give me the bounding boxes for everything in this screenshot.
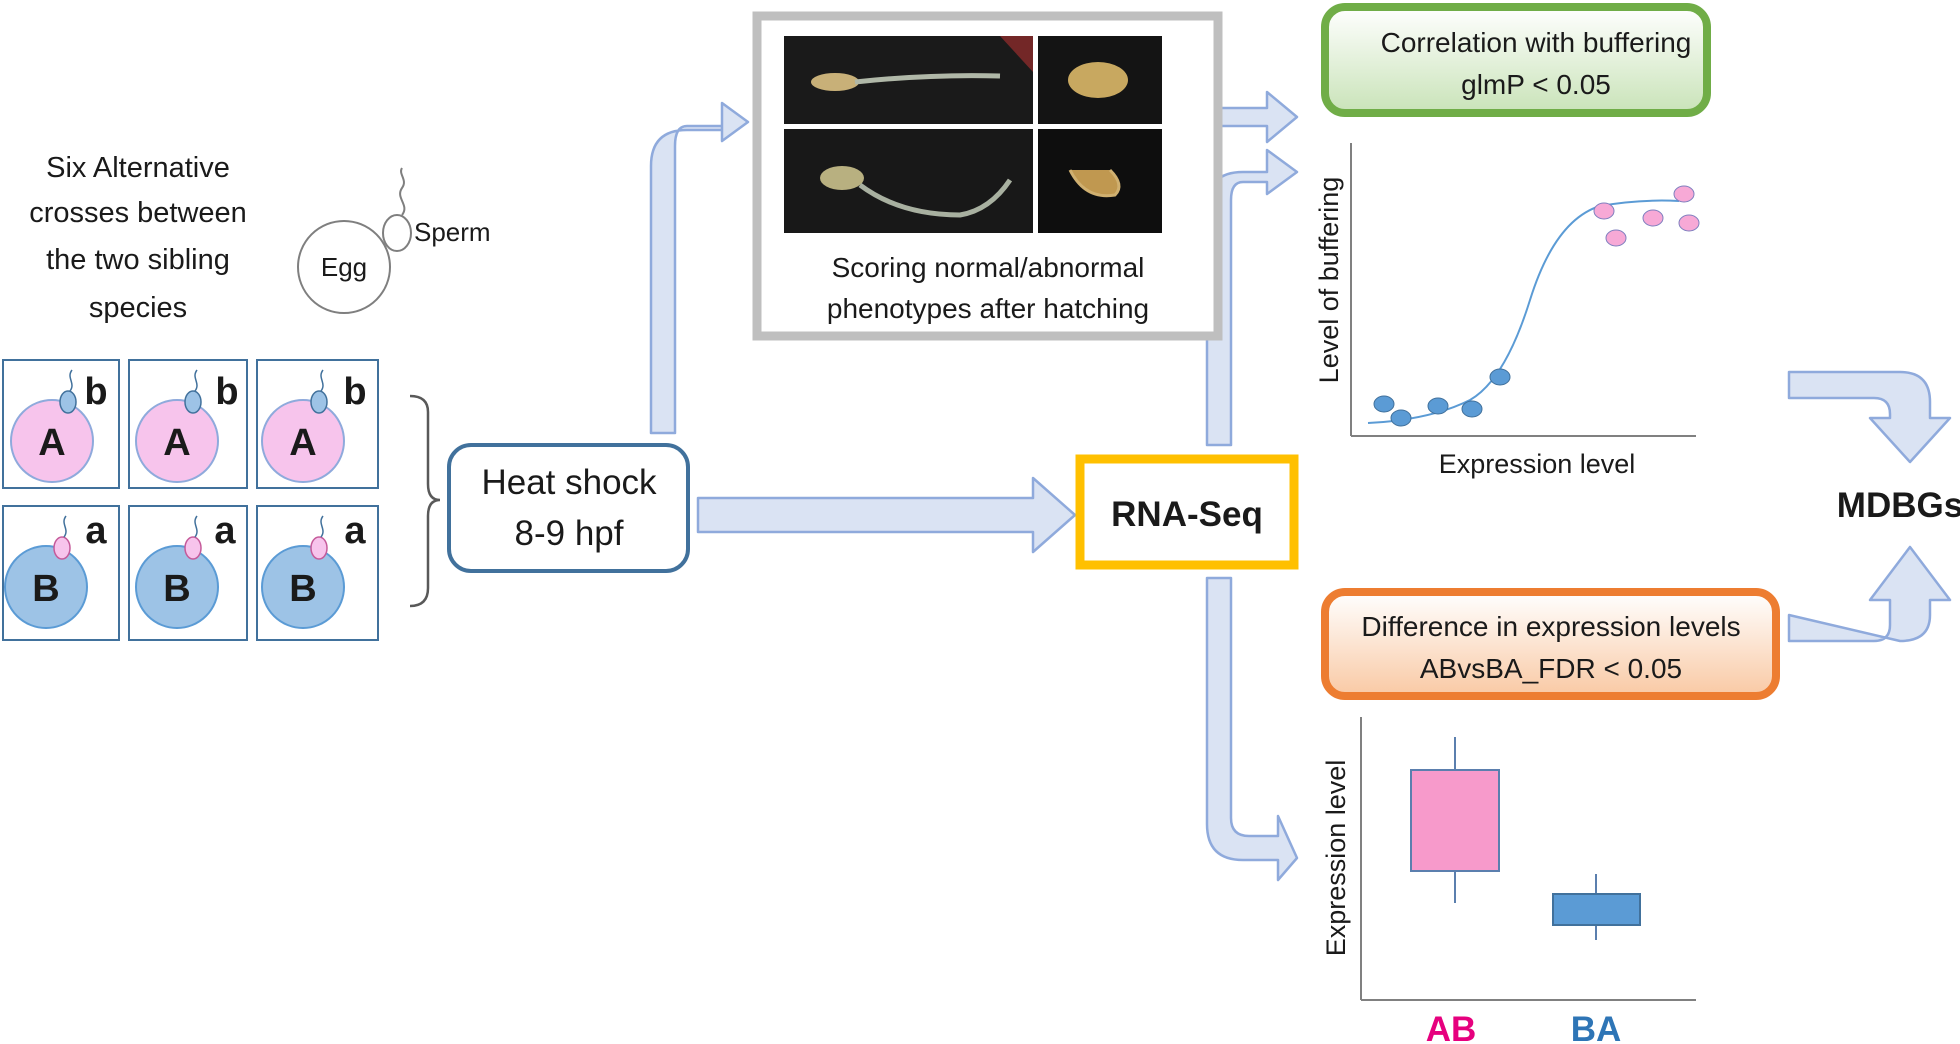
cross-cell: B a [256, 505, 379, 641]
heat-shock-line-2: 8-9 hpf [515, 514, 624, 553]
sperm-tail [399, 167, 406, 216]
phenotype-caption-line-2: phenotypes after hatching [827, 293, 1149, 324]
sperm-icon [53, 536, 71, 560]
egg-species-label: B [289, 568, 316, 610]
egg-label: Egg [321, 252, 367, 282]
caption-line-2: crosses between [29, 197, 247, 229]
egg-species-label: B [32, 568, 59, 610]
cross-cell: A b [256, 359, 379, 489]
category-label-ab: AB [1426, 1010, 1477, 1044]
sperm-label: Sperm [414, 217, 491, 247]
arrow-difference-to-mdbgs [1787, 545, 1952, 643]
arrow-correlation-to-mdbgs [1787, 370, 1952, 464]
sperm-species-label: b [84, 371, 107, 413]
caption-line-1: Six Alternative [46, 152, 230, 184]
scatter-points [1373, 185, 1700, 427]
mdbgs-label: MDBGs [1837, 486, 1960, 525]
sperm-species-label: a [344, 510, 366, 552]
boxplot-y-label: Expression level [1321, 760, 1351, 957]
rnaseq-box: RNA-Seq [1075, 454, 1299, 570]
phenotype-panel: Scoring normal/abnormal phenotypes after… [752, 11, 1223, 341]
egg-icon [297, 220, 391, 314]
sperm-icon [310, 390, 328, 414]
egg-species-label: A [289, 422, 316, 464]
category-label-ba: BA [1571, 1010, 1622, 1044]
sperm-icon [310, 536, 328, 560]
sperm-icon [184, 390, 202, 414]
arrows [649, 90, 1952, 882]
arrow-to-rnaseq [696, 476, 1077, 554]
sigmoid-curve [1367, 199, 1680, 424]
egg-icon [10, 399, 94, 483]
cross-cell: B a [128, 505, 248, 641]
egg-species-label: B [163, 568, 190, 610]
larva-photo-grid [784, 36, 1162, 233]
difference-line-1: Difference in expression levels [1361, 611, 1740, 642]
scatter-y-label: Level of buffering [1314, 177, 1344, 384]
arrow-to-phenotypes [649, 101, 750, 435]
phenotype-caption-line-1: Scoring normal/abnormal [832, 252, 1145, 283]
scatter-point [1593, 202, 1615, 220]
correlation-box: Correlation with buffering glmP < 0.05 [1321, 3, 1711, 117]
difference-line-2: ABvsBA_FDR < 0.05 [1420, 653, 1682, 684]
scatter-point [1605, 229, 1627, 247]
difference-box: Difference in expression levels ABvsBA_F… [1321, 588, 1780, 700]
correlation-line-2: glmP < 0.05 [1461, 69, 1611, 100]
scatter-point [1678, 214, 1700, 232]
egg-icon [135, 545, 219, 629]
correlation-line-1: Correlation with buffering [1381, 27, 1692, 58]
expression-box-plot: Expression level AB BA [1321, 717, 1696, 1044]
scatter-point [1373, 395, 1395, 413]
sperm-icon [184, 536, 202, 560]
egg-icon [261, 399, 345, 483]
scatter-point [1461, 400, 1483, 418]
buffering-scatter-plot: Level of buffering Expression level [1314, 143, 1700, 479]
sperm-icon [382, 214, 412, 252]
heat-shock-line-1: Heat shock [481, 463, 657, 502]
sperm-species-label: a [85, 510, 107, 552]
scatter-point [1642, 209, 1664, 227]
cross-cell: A b [2, 359, 120, 489]
sperm-icon [59, 390, 77, 414]
sperm-species-label: a [214, 510, 236, 552]
caption-line-4: species [89, 292, 187, 324]
scatter-point [1390, 409, 1412, 427]
egg-icon [4, 545, 88, 629]
scatter-point [1427, 397, 1449, 415]
crosses-grid: A b A b A b B a [2, 359, 379, 641]
egg-species-label: A [38, 422, 65, 464]
caption-line-3: the two sibling [46, 244, 230, 276]
egg-icon [135, 399, 219, 483]
sperm-species-label: b [215, 371, 238, 413]
scatter-x-label: Expression level [1439, 449, 1636, 479]
egg-sperm-legend: Egg Sperm [297, 167, 491, 314]
cross-cell: B a [2, 505, 120, 641]
grouping-brace [409, 394, 441, 608]
egg-species-label: A [163, 422, 190, 464]
cross-cell: A b [128, 359, 248, 489]
boxplot-box-ba [1552, 893, 1641, 926]
crosses-caption: Six Alternative crosses between the two … [29, 152, 247, 324]
rnaseq-label: RNA-Seq [1111, 495, 1263, 534]
sperm-species-label: b [343, 371, 366, 413]
heat-shock-box: Heat shock 8-9 hpf [447, 443, 690, 573]
scatter-point [1673, 185, 1695, 203]
arrow-rnaseq-to-boxplot [1205, 576, 1299, 882]
boxplot-box-ab [1410, 769, 1500, 872]
scatter-point [1489, 368, 1511, 386]
egg-icon [261, 545, 345, 629]
